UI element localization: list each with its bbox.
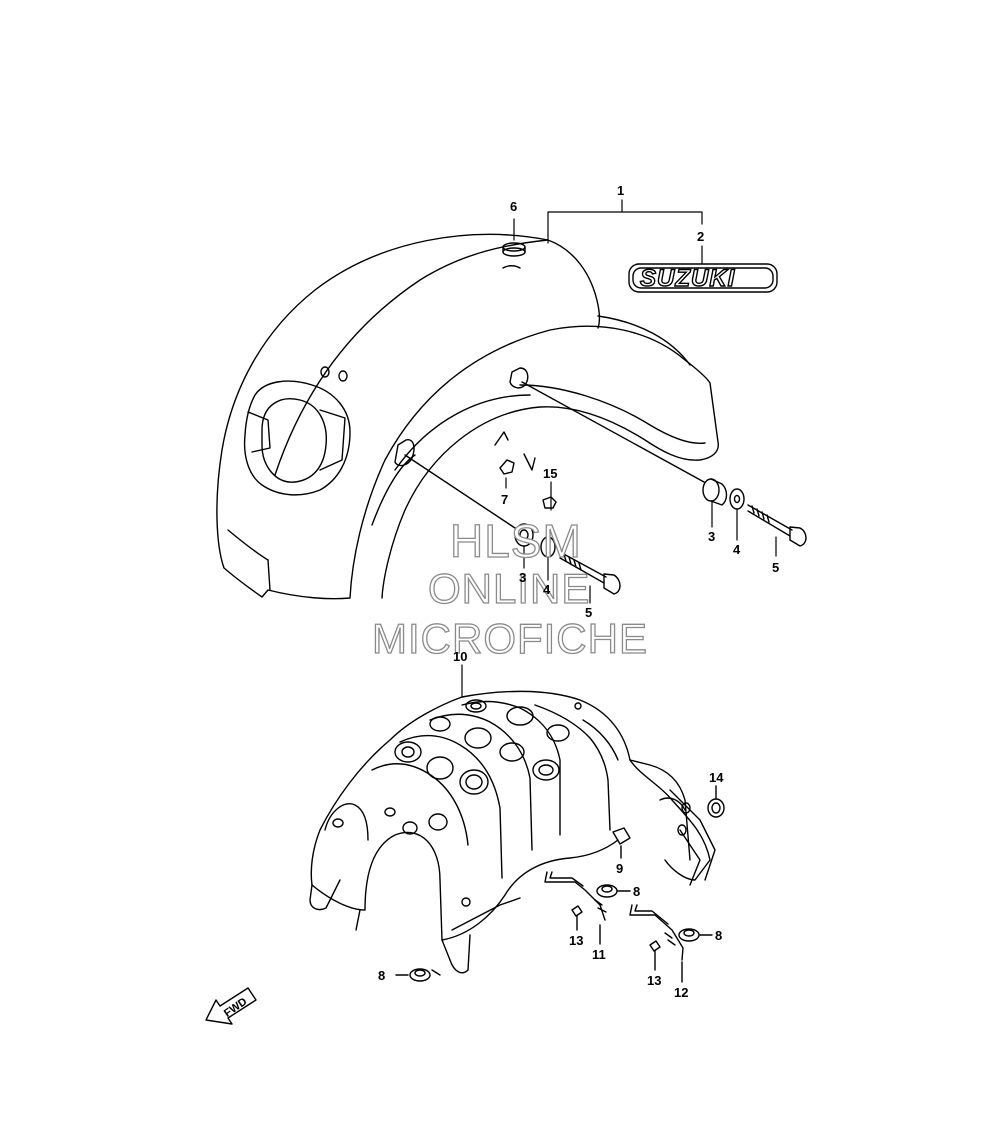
callout-4-left: 4 (543, 582, 551, 597)
fwd-arrow-icon (205, 987, 257, 1025)
cushion-part-8-b (678, 928, 713, 942)
callout-2: 2 (697, 229, 705, 244)
leader-lines-top (505, 199, 777, 604)
cushion-part-8-a (596, 884, 631, 898)
callout-5-right: 5 (772, 560, 780, 575)
callout-9: 9 (616, 861, 624, 876)
callout-1: 1 (617, 183, 625, 198)
callout-8-a: 8 (633, 884, 641, 899)
callout-11: 11 (592, 947, 606, 962)
nut-part-15 (542, 496, 557, 509)
bracket-part-12 (629, 904, 684, 983)
callout-4-right: 4 (733, 542, 741, 557)
suzuki-logo-text: SUZUKI (639, 265, 736, 292)
fastener-set-right (521, 381, 807, 547)
fastener-set-left (404, 454, 621, 595)
cushion-part-8-c (395, 968, 431, 982)
callout-5-left: 5 (585, 605, 593, 620)
grommet-part-14 (707, 785, 725, 818)
callout-10: 10 (453, 649, 468, 664)
clamp-part-13-a (571, 905, 583, 931)
watermark-line-1: HLSM (449, 515, 582, 567)
callout-3-right: 3 (708, 529, 716, 544)
cushion-part-7 (499, 459, 515, 475)
callout-7: 7 (501, 492, 509, 507)
bracket-part-11 (544, 871, 607, 945)
callout-3-left: 3 (519, 570, 527, 585)
callout-13-a: 13 (569, 933, 584, 948)
callout-6: 6 (510, 199, 518, 214)
callout-13-b: 13 (647, 973, 662, 988)
callout-8-b: 8 (715, 928, 723, 943)
watermark-line-2: ONLINE (427, 565, 591, 612)
watermark-line-3: MICROFICHE (371, 615, 648, 662)
inner-fender-part-10 (309, 690, 716, 976)
clamp-part-13-b (649, 940, 661, 971)
suzuki-emblem-part-2 (628, 263, 778, 293)
callout-15: 15 (543, 466, 558, 481)
callout-12: 12 (674, 985, 689, 1000)
label-part-9 (612, 827, 631, 859)
callout-14: 14 (709, 770, 724, 785)
grommet-part-6 (502, 242, 526, 257)
rear-fender (216, 233, 719, 600)
callout-8-c: 8 (378, 968, 386, 983)
